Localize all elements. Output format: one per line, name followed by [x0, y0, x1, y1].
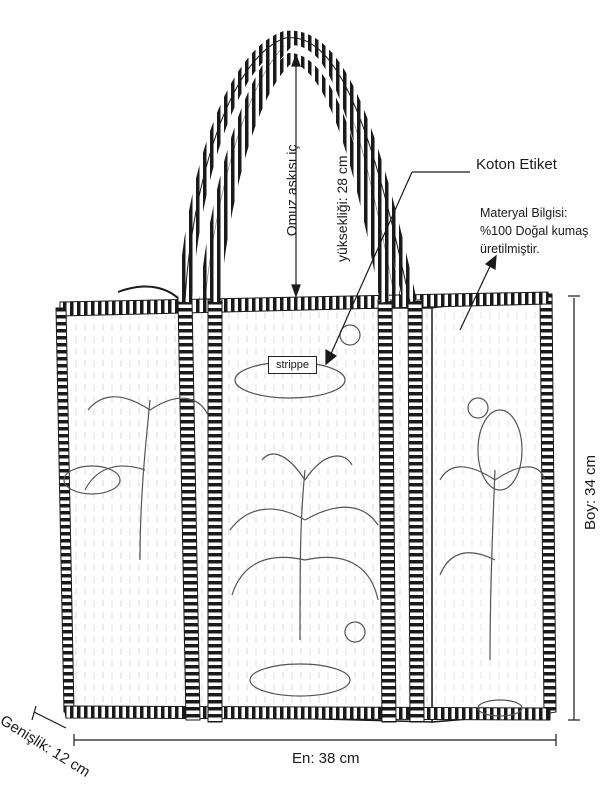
cotton-tag-label: Koton Etiket — [476, 156, 557, 173]
brand-tag: strippe — [268, 356, 318, 374]
dimension-lines — [31, 53, 580, 746]
front-handle — [178, 30, 417, 304]
material-arrow-line — [459, 261, 493, 331]
material-line-2: %100 Doğal kumaş — [480, 224, 589, 239]
material-line-3: üretilmiştir. — [480, 242, 540, 257]
tag-leader-line — [329, 171, 413, 357]
bag-side-panel — [429, 293, 557, 723]
material-info: Materyal Bilgisi: %100 Doğal kumaş üreti… — [480, 204, 588, 258]
height-label: Boy: 34 cm — [582, 454, 599, 530]
material-line-1: Materyal Bilgisi: — [480, 206, 568, 220]
width-label: En: 38 cm — [292, 750, 360, 767]
depth-line — [33, 711, 67, 729]
handle-height-label-line1: Omuz askısı iç — [283, 144, 300, 237]
jungle-print — [63, 324, 546, 717]
handle-height-label-line2: yüksekliği: 28 cm — [334, 155, 350, 262]
